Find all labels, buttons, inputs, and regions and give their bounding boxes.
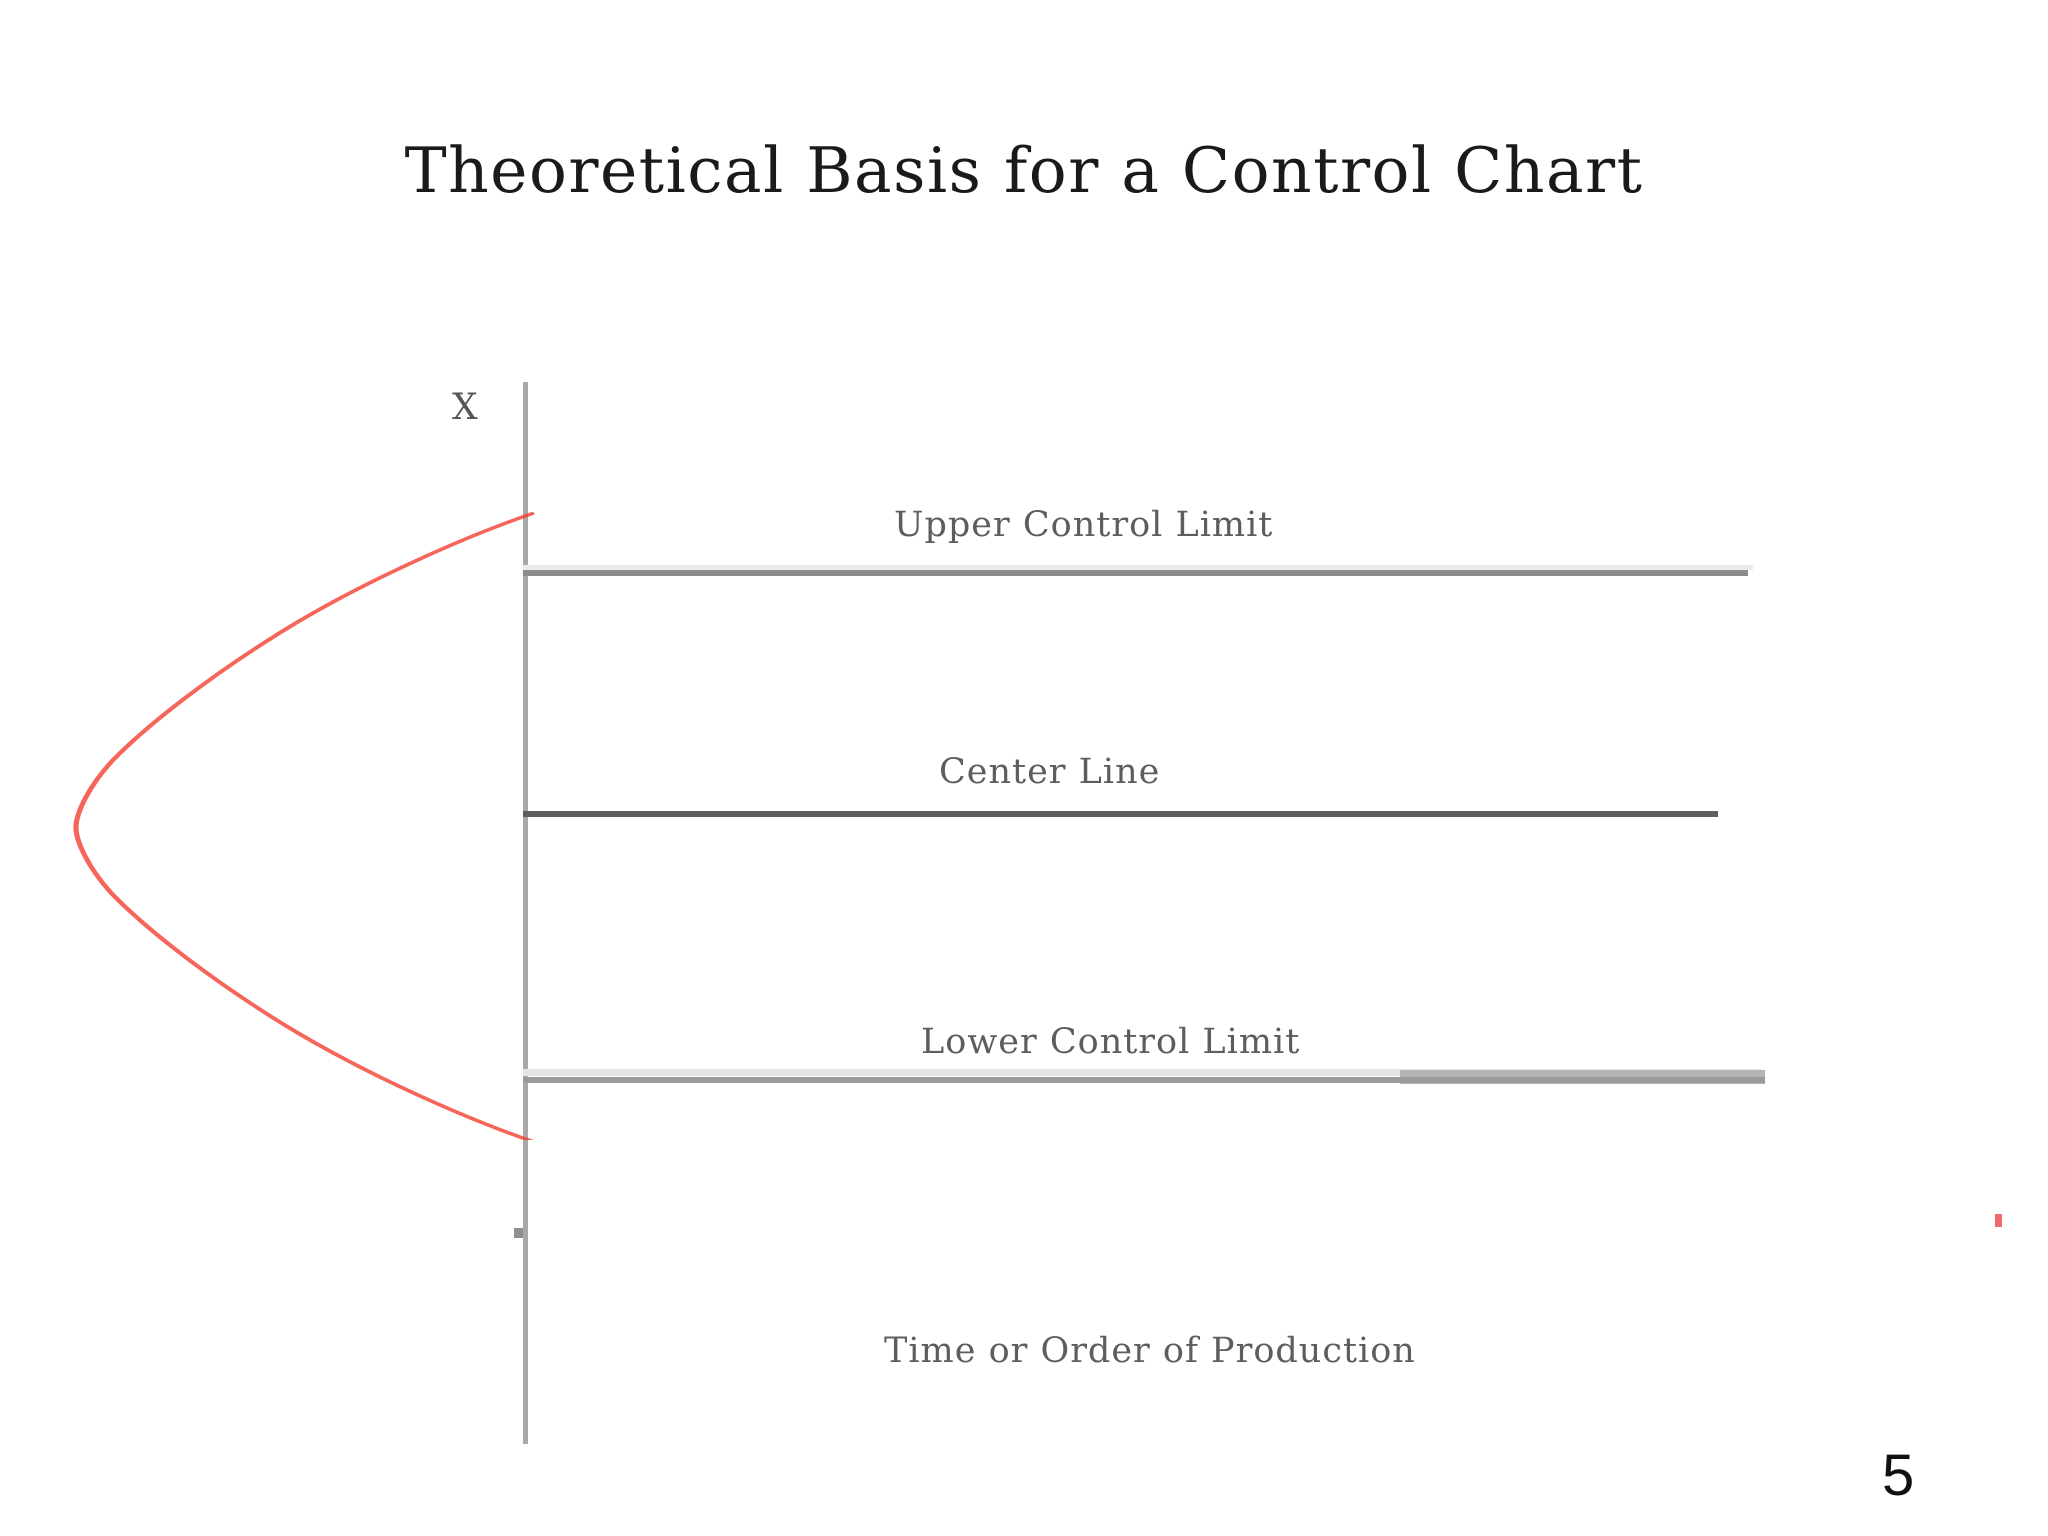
upper-control-limit-label: Upper Control Limit: [894, 505, 1274, 545]
upper-control-limit-line: [523, 570, 1748, 576]
ucl-line-highlight: [523, 565, 1753, 570]
red-mark-artifact: [1995, 1214, 2002, 1227]
center-line: [523, 811, 1718, 817]
lcl-line-segment-right: [1400, 1077, 1765, 1083]
lower-control-limit-line: [523, 1077, 1765, 1083]
page-title: Theoretical Basis for a Control Chart: [404, 134, 1644, 207]
lower-control-limit-label: Lower Control Limit: [921, 1022, 1301, 1062]
lcl-line-highlight: [523, 1069, 1761, 1076]
normal-distribution-curve: [73, 512, 535, 1140]
y-axis-tick-mark: [514, 1228, 523, 1238]
center-line-label: Center Line: [939, 752, 1161, 792]
page-number: 5: [1882, 1443, 1915, 1508]
y-axis-label: X: [452, 387, 478, 428]
y-axis-line: [523, 382, 528, 1444]
x-axis-caption: Time or Order of Production: [884, 1331, 1416, 1371]
